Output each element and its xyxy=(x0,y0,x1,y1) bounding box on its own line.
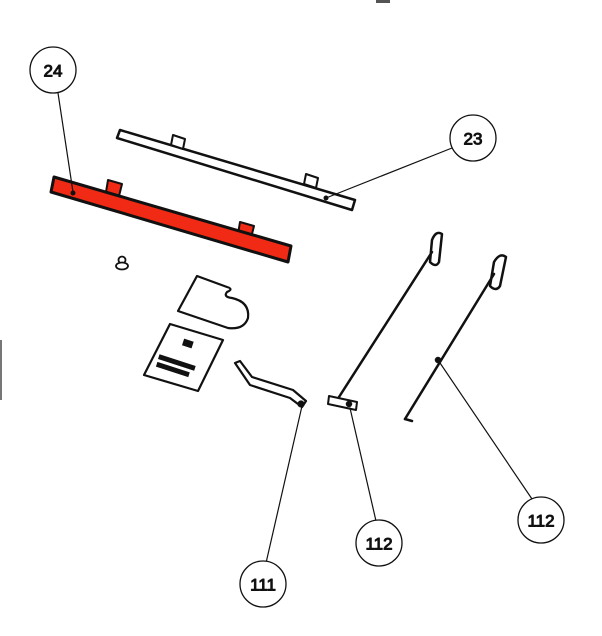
callout-label: 23 xyxy=(464,130,483,149)
part-rod-right[interactable] xyxy=(403,254,508,423)
callout-label: 112 xyxy=(527,512,554,531)
callout-label: 24 xyxy=(44,62,63,81)
edge-mark-left xyxy=(0,340,2,400)
callout-112-left[interactable]: 112 xyxy=(355,519,403,567)
callout-112-right[interactable]: 112 xyxy=(517,496,565,544)
part-white-bar[interactable] xyxy=(115,128,357,212)
callout-111[interactable]: 111 xyxy=(239,560,287,608)
part-bracket[interactable] xyxy=(233,359,308,409)
callout-label: 111 xyxy=(250,576,276,595)
edge-mark-top xyxy=(376,0,390,3)
part-screw[interactable] xyxy=(115,255,129,271)
part-glove[interactable] xyxy=(176,274,250,330)
callout-24[interactable]: 24 xyxy=(29,46,77,94)
part-manual[interactable] xyxy=(142,322,225,393)
callout-label: 112 xyxy=(365,535,392,554)
part-red-bar[interactable] xyxy=(49,175,293,264)
callout-23[interactable]: 23 xyxy=(449,114,497,162)
part-rod-left[interactable] xyxy=(327,231,444,411)
leader-lines xyxy=(57,92,533,564)
